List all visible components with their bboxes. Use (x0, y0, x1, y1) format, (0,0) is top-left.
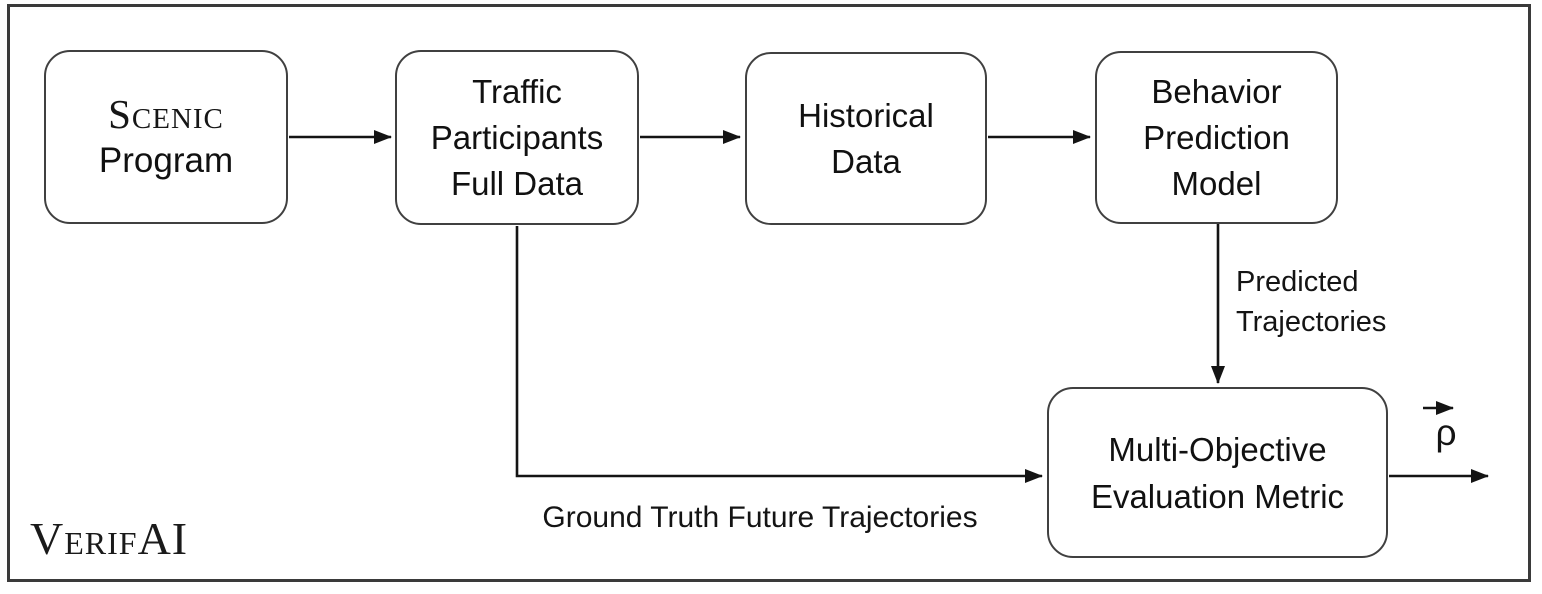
traffic-participants-label: Traffic Participants Full Data (430, 72, 604, 202)
node-scenic-program: Scenic Program (44, 50, 288, 224)
outer-frame (7, 4, 1531, 582)
historical-data-label: Historical Data (798, 96, 934, 180)
edge-label-predicted-trajectories: Predicted Trajectories (1236, 266, 1387, 338)
node-behavior-prediction-model: Behavior Prediction Model (1095, 51, 1338, 224)
scenic-program-label-line1: Scenic (108, 91, 224, 137)
edge-label-ground-truth-future-trajectories: Ground Truth Future Trajectories (542, 501, 978, 534)
node-multi-objective-evaluation-metric: Multi-Objective Evaluation Metric (1047, 387, 1388, 558)
behavior-prediction-label: Behavior Prediction Model (1143, 72, 1290, 202)
node-historical-data: Historical Data (745, 52, 987, 225)
verifai-watermark: VerifAI (30, 513, 189, 564)
scenic-program-label-line2: Program (98, 141, 234, 180)
evaluation-metric-label: Multi-Objective Evaluation Metric (1090, 430, 1345, 515)
output-rho-symbol: ρ (1435, 412, 1457, 453)
node-traffic-participants-full-data: Traffic Participants Full Data (395, 50, 639, 225)
